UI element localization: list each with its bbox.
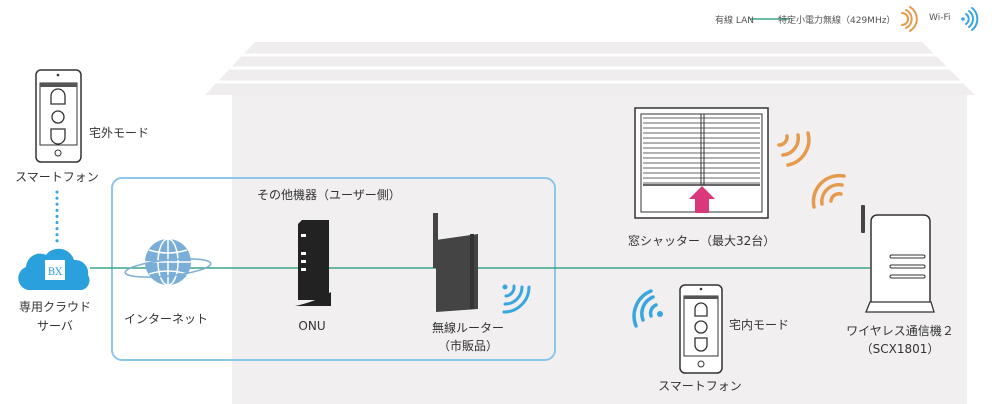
phone-wifi-signal-icon	[632, 289, 663, 328]
router-wifi-signal-icon	[502, 284, 531, 314]
wireless-communicator-icon	[861, 205, 935, 313]
router-label-line1: 無線ルーター	[431, 321, 505, 335]
shutter-up-arrow-icon	[689, 186, 715, 213]
onu-device-icon	[295, 220, 331, 306]
internet-label: インターネット	[123, 312, 209, 326]
smartphone-outside-icon	[35, 69, 82, 163]
smartphone-inside-icon	[679, 284, 723, 374]
outside-mode-label: 宅外モード	[89, 126, 150, 140]
inside-mode-label: 宅内モード	[729, 318, 790, 332]
cloud-label-line1: 専用クラウド	[18, 300, 92, 314]
communicator-label-line2: （SCX1801）	[860, 342, 940, 356]
communicator-radio-signal-icon	[811, 173, 846, 209]
onu-label: ONU	[298, 319, 326, 333]
legend-wired-lan: 有線 LAN	[715, 16, 754, 26]
router-label: 無線ルーター （市販品）	[432, 319, 504, 355]
wireless-router-icon	[433, 213, 478, 312]
outside-phone-label: スマートフォン	[15, 170, 99, 184]
user-devices-box	[111, 177, 556, 361]
legend-radio-429: 特定小電力無線（429MHz）	[778, 16, 896, 26]
legend-wifi: Wi-Fi	[929, 13, 951, 23]
window-shutter-icon	[634, 107, 769, 219]
inside-phone-label: スマートフォン	[658, 379, 742, 393]
legend-radio-icon	[901, 6, 918, 32]
communicator-label-line1: ワイヤレス通信機２	[846, 324, 954, 338]
shutter-label: 窓シャッター（最大32台）	[628, 234, 776, 248]
bx-logo: BX	[48, 267, 63, 278]
legend-wifi-icon	[961, 7, 979, 31]
house-background	[205, 42, 975, 404]
router-label-line2: （市販品）	[437, 339, 499, 353]
user-devices-title: その他機器（ユーザー側）	[257, 188, 401, 202]
cloud-label: 専用クラウド サーバ	[19, 298, 91, 336]
communicator-label: ワイヤレス通信機２ （SCX1801）	[846, 322, 954, 358]
cloud-label-line2: サーバ	[37, 319, 73, 333]
internet-globe-icon	[124, 238, 212, 286]
shutter-radio-signal-icon	[777, 131, 811, 167]
cloud-server-icon: BX	[18, 248, 90, 290]
